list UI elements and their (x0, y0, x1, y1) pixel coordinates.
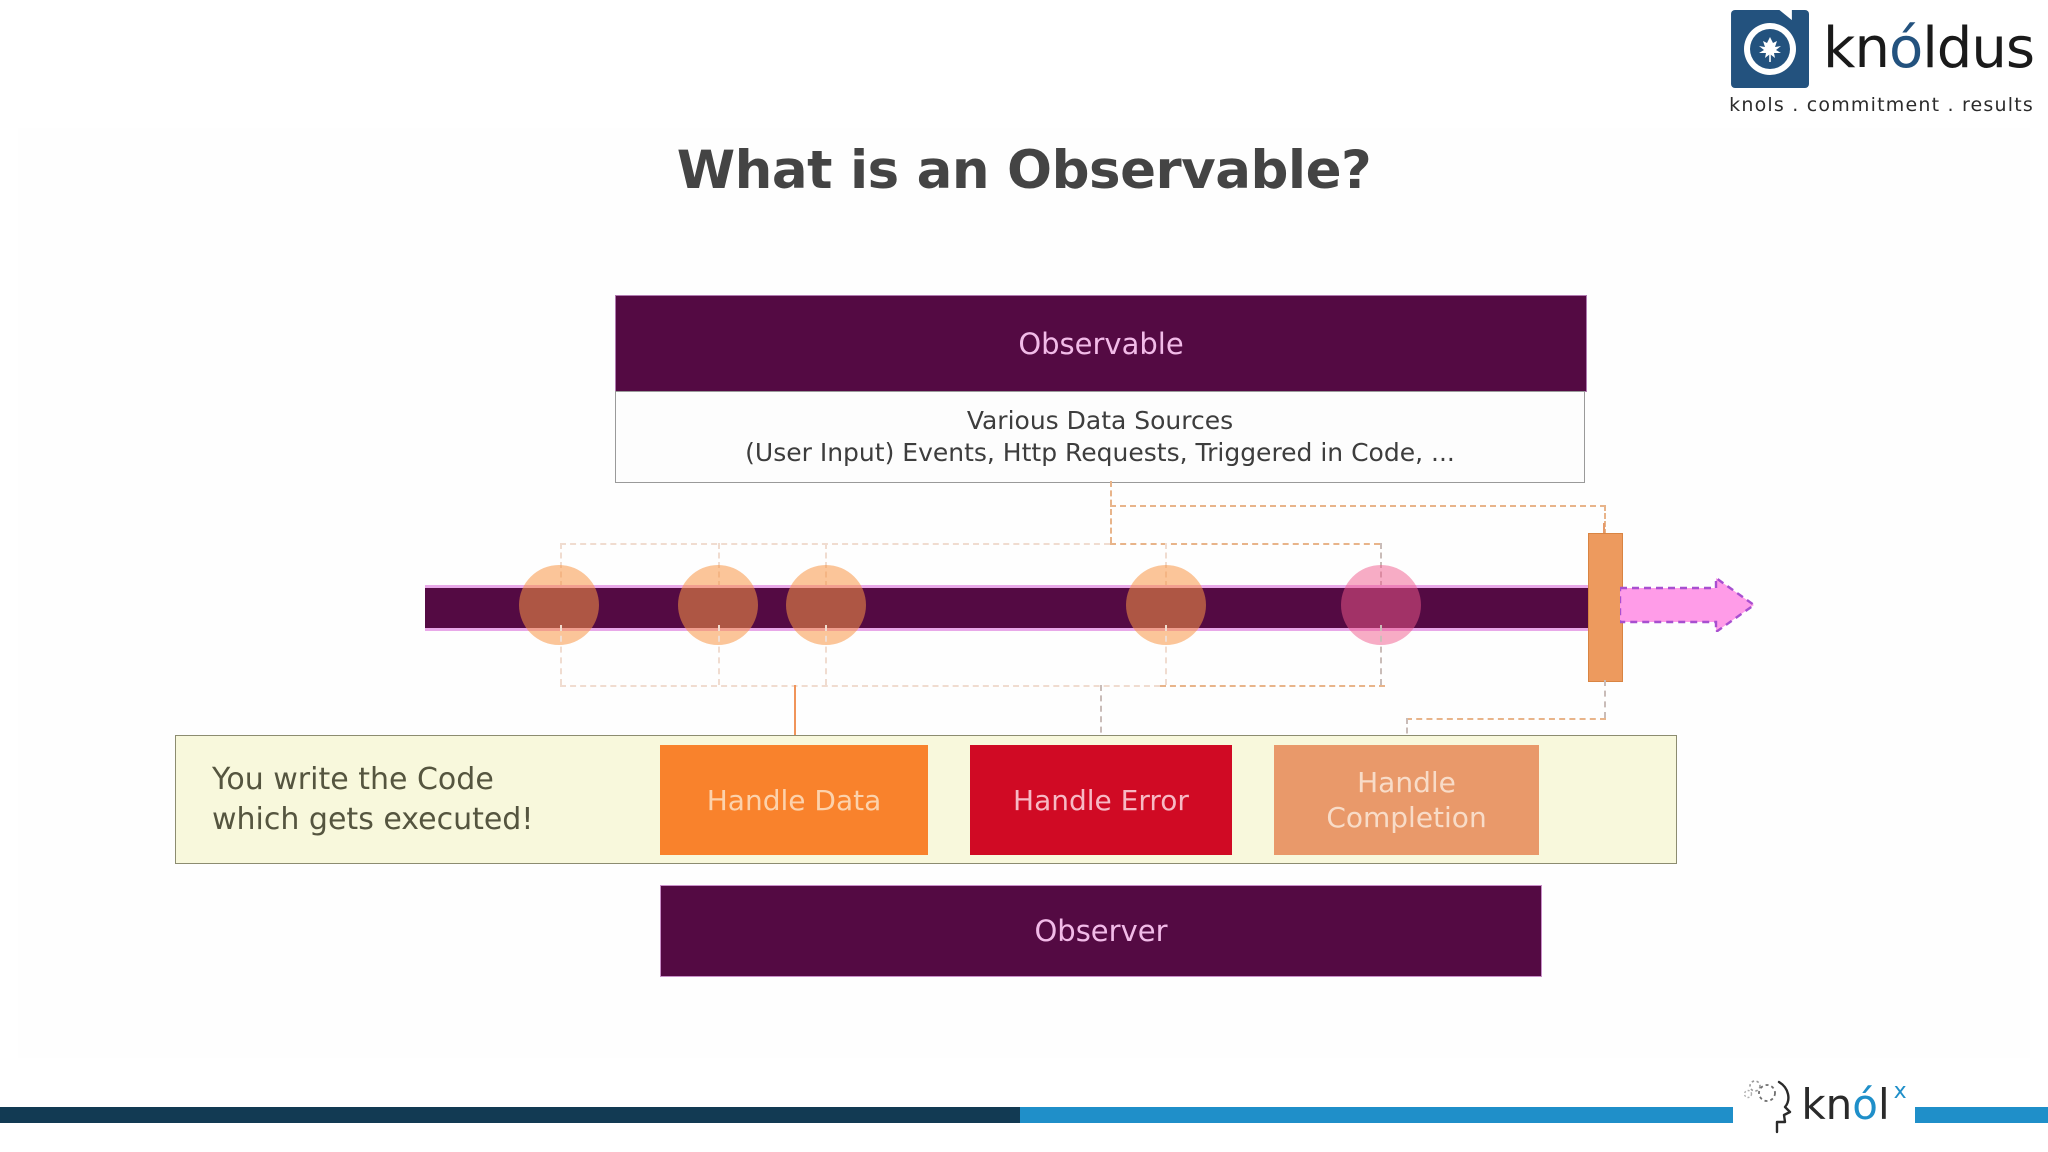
knoldus-word-rest: ldus (1922, 16, 2035, 81)
knolx-word-rest: l (1877, 1080, 1890, 1129)
observer-box: Observer (660, 885, 1542, 977)
timeline-completion-bar (1588, 533, 1623, 682)
footer-bar-navy (0, 1107, 1020, 1123)
connector-sources-down (1110, 481, 1112, 543)
knolx-logo: knól x (1733, 1062, 1915, 1148)
connector-tick-complete (1603, 523, 1605, 535)
handle-completion-line-1: Handle (1357, 766, 1456, 799)
sources-line-2: (User Input) Events, Http Requests, Trig… (745, 438, 1455, 467)
connector-to-handle-error (1100, 685, 1102, 743)
handle-error-box[interactable]: Handle Error (970, 745, 1232, 855)
completion-arrow-icon (1620, 578, 1754, 632)
handle-data-box[interactable]: Handle Data (660, 745, 928, 855)
knoldus-logo-row: knóldus (1731, 10, 2035, 88)
connector-to-handle-completion (1406, 718, 1408, 743)
knoldus-word-kn: kn (1823, 16, 1890, 81)
timeline-bar (425, 585, 1607, 631)
knoldus-mark-icon (1731, 10, 1810, 88)
knolx-word-accent: ó (1852, 1080, 1878, 1129)
knolx-word-kn: kn (1801, 1080, 1853, 1129)
knoldus-wordmark: knóldus (1823, 21, 2035, 77)
knolx-wordmark: knól (1801, 1084, 1889, 1126)
code-note-line-1: You write the Code (212, 762, 494, 797)
connector-complete-down (1604, 680, 1606, 718)
knoldus-tagline: knols . commitment . results (1729, 94, 2034, 116)
maple-leaf-icon (1759, 37, 1782, 62)
bus-line-upper-left (560, 543, 1110, 545)
handle-completion-line-2: Completion (1326, 801, 1487, 834)
drop-lower-1 (560, 625, 562, 685)
knoldus-logo: knóldus knols . commitment . results (1729, 10, 2035, 116)
connector-down-to-complete-bar (1604, 505, 1606, 535)
connector-sources-to-complete (1110, 505, 1606, 507)
drop-lower-5 (1380, 625, 1382, 685)
code-note-line-2: which gets executed! (212, 801, 534, 837)
connector-to-handle-data (794, 685, 796, 743)
drop-lower-4 (1165, 625, 1167, 685)
observable-sources-box: Various Data Sources (User Input) Events… (615, 391, 1585, 483)
sources-line-1: Various Data Sources (966, 406, 1234, 435)
drop-lower-3 (825, 625, 827, 685)
knolx-superscript-x: x (1893, 1078, 1907, 1104)
knolx-head-icon (1744, 1080, 1792, 1134)
bus-line-lower-right (1160, 685, 1385, 687)
page-title: What is an Observable? (676, 140, 1372, 201)
timeline-event-dot (519, 565, 599, 645)
handle-completion-box[interactable]: Handle Completion (1274, 745, 1539, 855)
knoldus-word-accent: ó (1888, 16, 1923, 81)
observable-header-box: Observable (615, 295, 1587, 392)
bus-line-upper-right (1110, 543, 1380, 545)
connector-complete-left (1406, 718, 1606, 720)
code-note: You write the Code which gets executed! (212, 760, 642, 839)
bus-line-lower-left (560, 685, 1160, 687)
drop-lower-2 (718, 625, 720, 685)
